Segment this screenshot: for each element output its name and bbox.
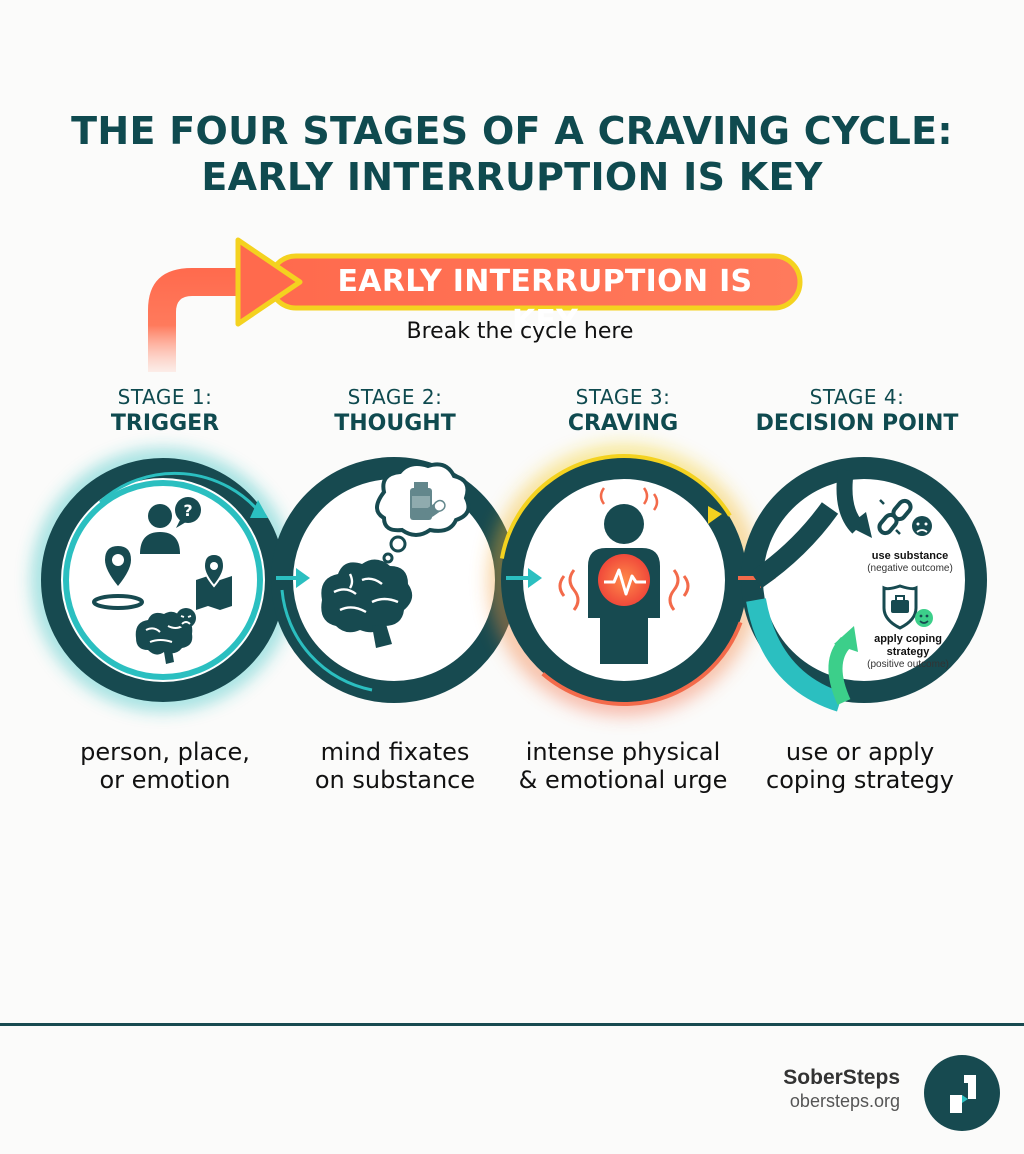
stage-2-heading: STAGE 2: THOUGHT xyxy=(280,384,510,438)
stage-4-circle xyxy=(738,457,987,712)
stage-1-desc-line-1: person, place, xyxy=(80,738,250,766)
brand-name: SoberSteps xyxy=(783,1066,900,1089)
brand-logo-icon xyxy=(924,1055,1000,1131)
stage-4-heading: STAGE 4: DECISION POINT xyxy=(742,384,972,438)
stage-3-name: CRAVING xyxy=(567,411,679,436)
svg-text:?: ? xyxy=(183,501,192,520)
person-question-icon: ? xyxy=(140,497,201,554)
stage-2-circle xyxy=(271,457,517,703)
stage-4-name: DECISION POINT xyxy=(755,411,959,436)
stage-1-number: STAGE 1: xyxy=(117,385,213,409)
bottle-pill-icon xyxy=(410,482,446,520)
stage-3-circle xyxy=(491,447,757,713)
stage-4-description: use or apply coping strategy xyxy=(740,738,980,794)
shield-briefcase-icon xyxy=(882,584,918,630)
stage-3-desc-line-2: & emotional urge xyxy=(518,766,728,794)
stage-2-desc-line-2: on substance xyxy=(314,766,476,794)
brand-url: obersteps.org xyxy=(789,1091,900,1111)
option-apply-coping-label-2: strategy xyxy=(886,646,930,658)
title-line-2: EARLY INTERRUPTION IS KEY xyxy=(201,155,823,199)
banner-label: EARLY INTERRUPTION IS KEY xyxy=(337,264,753,339)
broken-chain-icon xyxy=(877,498,913,536)
thought-bubble-icon xyxy=(375,462,471,564)
early-interruption-banner xyxy=(148,237,803,372)
stage-4-desc-line-1: use or apply xyxy=(785,738,935,766)
option-use-substance-label: use substance xyxy=(871,550,949,562)
stage-3-description: intense physical & emotional urge xyxy=(503,738,743,794)
location-pin-icon xyxy=(92,546,144,610)
stage-1-heading: STAGE 1: TRIGGER xyxy=(50,384,280,438)
stage-3-number: STAGE 3: xyxy=(575,385,671,409)
page-title: THE FOUR STAGES OF A CRAVING CYCLE: EARL… xyxy=(0,108,1024,200)
stage-2-description: mind fixates on substance xyxy=(275,738,515,794)
stage-2-desc-line-1: mind fixates xyxy=(320,738,470,766)
arrow-head-icon xyxy=(235,237,303,327)
stage-2-name: THOUGHT xyxy=(334,411,456,436)
stage-2-number: STAGE 2: xyxy=(347,385,443,409)
sad-face-icon xyxy=(912,516,932,536)
footer-divider xyxy=(0,1023,1024,1026)
brand-block: SoberSteps obersteps.org xyxy=(783,1066,900,1112)
stage-1-desc-line-2: or emotion xyxy=(99,766,231,794)
option-apply-coping-outcome: (positive outcome) xyxy=(867,659,949,670)
stage-1-description: person, place, or emotion xyxy=(45,738,285,794)
stage-4-desc-line-2: coping strategy xyxy=(766,766,954,794)
brain-worried-icon xyxy=(135,608,196,664)
stage-3-desc-line-1: intense physical xyxy=(525,738,721,766)
craving-cycle-diagram: ? xyxy=(34,447,987,713)
title-line-1: THE FOUR STAGES OF A CRAVING CYCLE: xyxy=(71,109,953,153)
option-apply-coping-label-1: apply coping xyxy=(874,633,942,645)
positive-path-arrow xyxy=(746,598,844,712)
option-apply-coping: apply coping strategy (positive outcome) xyxy=(852,633,964,671)
stage-1-name: TRIGGER xyxy=(110,411,220,436)
heartbeat-icon xyxy=(598,554,650,606)
negative-path-arrow xyxy=(750,502,839,589)
stage-3-heading: STAGE 3: CRAVING xyxy=(508,384,738,438)
stage-1-circle: ? xyxy=(34,451,292,709)
option-use-substance: use substance (negative outcome) xyxy=(854,550,966,575)
banner-sublabel: Break the cycle here xyxy=(406,319,634,344)
banner-stem xyxy=(148,268,250,372)
smile-face-icon xyxy=(915,609,933,627)
stage-4-number: STAGE 4: xyxy=(809,385,905,409)
option-use-substance-outcome: (negative outcome) xyxy=(867,563,953,574)
map-pin-icon xyxy=(196,552,232,610)
brain-icon xyxy=(321,559,413,648)
